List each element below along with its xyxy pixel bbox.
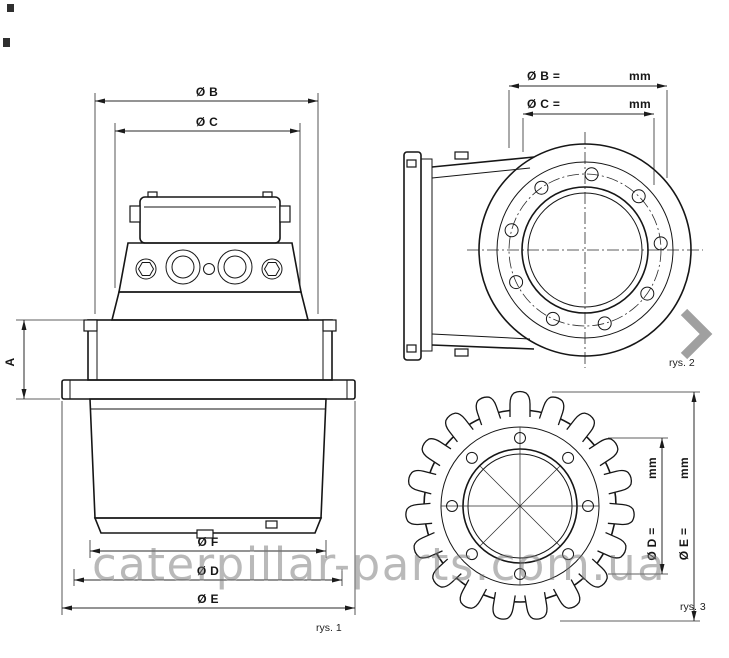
dimension-dia-d-fill: mm Ø D = <box>608 437 668 575</box>
dim-unit-dia-c: mm <box>629 97 651 111</box>
dimension-dia-b-fill: Ø B = mm <box>508 69 668 178</box>
figure-caption-1: rys. 1 <box>316 622 342 634</box>
watermark-text: caterpillar-parts.com.ua <box>92 538 667 591</box>
side-view-drawing: Ø B = mm Ø C = mm rys. 2 <box>403 69 713 369</box>
dim-label-dia-e: Ø E <box>197 592 219 606</box>
wide-flange <box>61 379 356 400</box>
dimension-dia-f: Ø F <box>89 535 327 558</box>
valve-block <box>118 242 302 293</box>
dim-label-dia-d-eq: Ø D = <box>645 527 659 560</box>
dim-label-dia-d: Ø D <box>197 564 219 578</box>
hex-bolt-icon <box>263 262 281 276</box>
dim-unit-dia-e: mm <box>677 457 691 479</box>
bolt-holes <box>504 167 668 331</box>
dim-label-a: A <box>3 357 17 366</box>
mounting-bracket <box>403 151 535 361</box>
hex-bolt-icon <box>137 262 155 276</box>
sprocket-bolt-holes <box>446 432 594 580</box>
scan-artifact <box>7 4 14 12</box>
figure-caption-2: rys. 2 <box>669 357 695 369</box>
taper-band <box>110 291 310 321</box>
dimension-dia-e-fill: mm Ø E = <box>552 391 700 622</box>
dimension-dia-d: Ø D <box>73 564 343 586</box>
sprocket-hub <box>440 426 600 586</box>
dim-label-dia-e-eq: Ø E = <box>677 528 691 561</box>
housing-circles <box>478 143 692 357</box>
housing-drum <box>89 398 327 539</box>
dim-unit-dia-b: mm <box>629 69 651 83</box>
dim-label-dia-c-eq: Ø C = <box>527 97 560 111</box>
dim-label-dia-c: Ø C <box>196 115 218 129</box>
dim-label-dia-b-eq: Ø B = <box>527 69 560 83</box>
dimension-a: A <box>3 319 84 400</box>
figure-caption-3: rys. 3 <box>680 601 706 613</box>
mounting-flange <box>83 319 337 381</box>
dimension-dia-c-fill: Ø C = mm <box>522 97 655 185</box>
front-view-drawing: Ø B Ø C A Ø F Ø D <box>3 85 356 634</box>
dim-label-dia-f: Ø F <box>198 535 219 549</box>
dimension-dia-e: Ø E <box>61 401 356 615</box>
scan-artifact <box>3 38 10 47</box>
dimension-dia-c: Ø C <box>114 115 301 288</box>
gearbox-cap <box>129 191 291 244</box>
chevron-right-icon[interactable] <box>680 308 713 360</box>
dim-unit-dia-d: mm <box>645 457 659 479</box>
dimension-dia-b: Ø B <box>94 85 319 314</box>
sprocket-drawing: mm Ø D = mm Ø E = rys. 3 <box>404 390 706 622</box>
dim-label-dia-b: Ø B <box>196 85 218 99</box>
